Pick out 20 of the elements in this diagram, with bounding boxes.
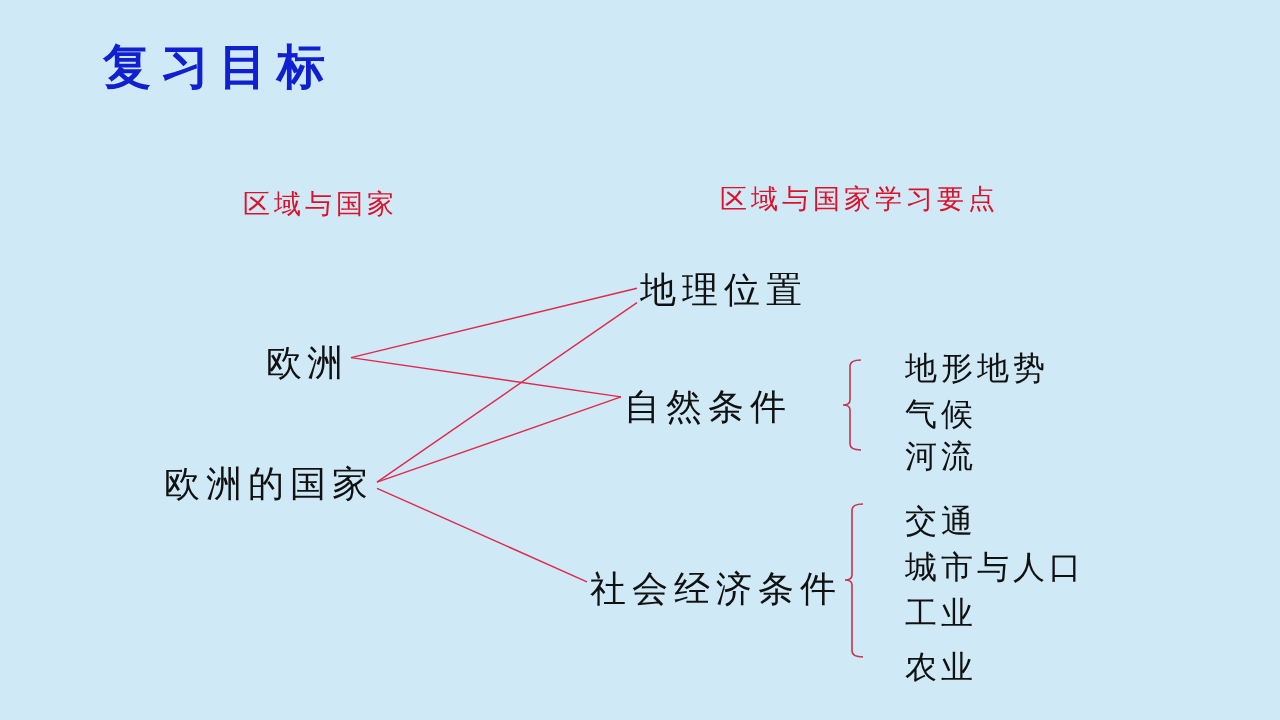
topic-label: 社会经济条件: [590, 571, 842, 607]
connector-line: [350, 356, 622, 398]
list-item: 城市与人口: [905, 551, 1085, 583]
slide-title: 复习目标: [103, 42, 335, 90]
connector-line: [376, 487, 588, 583]
topic-label: 自然条件: [624, 389, 792, 425]
topic-label: 欧洲的国家: [164, 466, 374, 502]
connector-line: [376, 396, 622, 483]
list-item: 河流: [905, 440, 977, 472]
topic-label: 欧洲: [266, 345, 348, 381]
list-item: 气候: [905, 398, 977, 430]
list-item: 地形地势: [905, 352, 1049, 384]
list-item: 工业: [905, 597, 977, 629]
connector-line: [350, 287, 638, 359]
list-item: 农业: [905, 651, 977, 683]
topic-label: 地理位置: [640, 272, 808, 308]
column-heading: 区域与国家学习要点: [720, 185, 999, 212]
list-item: 交通: [905, 505, 977, 537]
connector-line: [376, 301, 638, 483]
column-heading: 区域与国家: [243, 190, 398, 217]
